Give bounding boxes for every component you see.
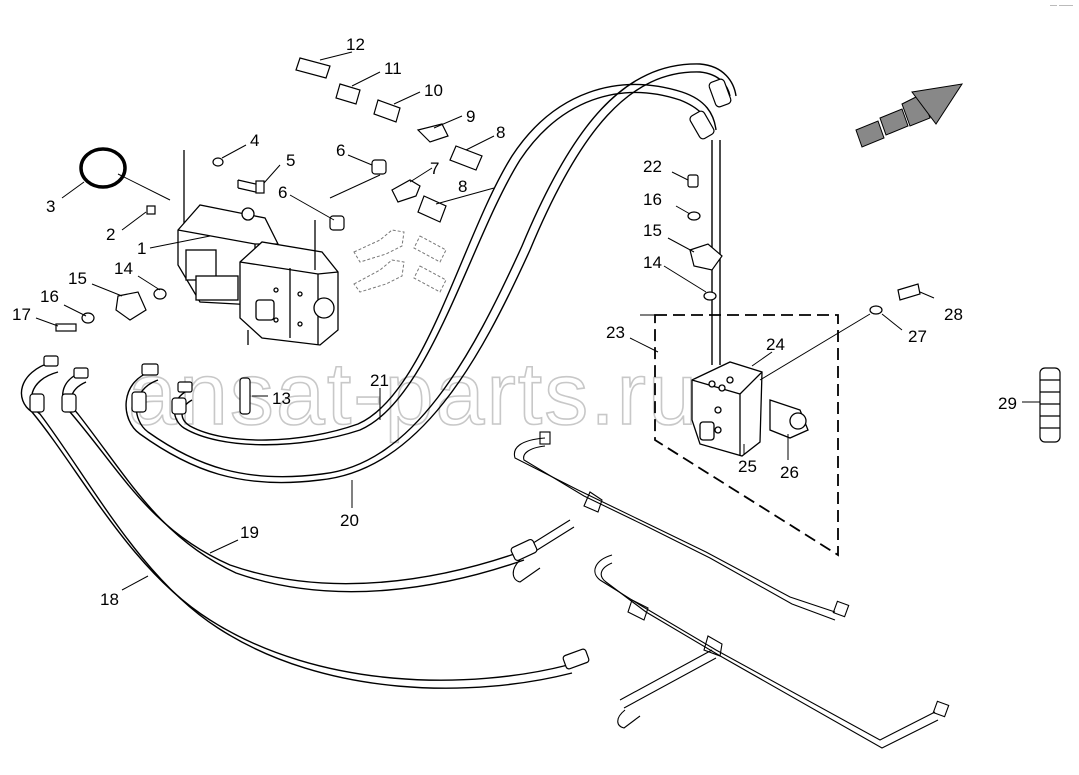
leader-lines (35, 51, 1040, 591)
callout-11: 11 (384, 59, 402, 78)
valve-block-1 (177, 150, 279, 306)
callout-21: 21 (370, 371, 389, 390)
ghost-fittings (353, 229, 447, 293)
callout-23: 23 (606, 323, 625, 342)
hose-fittings (29, 78, 732, 670)
small-parts (55, 57, 483, 415)
watermark-text: ansat-parts.ru (128, 344, 699, 443)
callout-16-right: 16 (643, 190, 662, 209)
callout-6a: 6 (336, 141, 345, 160)
callout-3: 3 (46, 197, 55, 216)
callout-24: 24 (766, 335, 785, 354)
callout-22: 22 (643, 157, 662, 176)
valve-block-2 (239, 220, 339, 346)
callout-19: 19 (240, 523, 259, 542)
hose-sleeve-29 (1039, 367, 1061, 443)
callout-6b: 6 (278, 183, 287, 202)
callout-25: 25 (738, 457, 757, 476)
callout-15-left: 15 (68, 269, 87, 288)
o-ring-3 (79, 147, 127, 189)
callout-15-right: 15 (643, 221, 662, 240)
steel-lines (512, 431, 950, 749)
callout-16-left: 16 (40, 287, 59, 306)
callout-13: 13 (272, 389, 291, 408)
callout-10: 10 (424, 81, 443, 100)
callout-4: 4 (250, 131, 259, 150)
callout-1: 1 (137, 239, 146, 258)
callout-7: 7 (430, 159, 439, 178)
callout-17: 17 (12, 305, 31, 324)
direction-arrow (855, 83, 964, 148)
callout-2: 2 (106, 225, 115, 244)
corner-mark: — —— (1050, 2, 1073, 9)
callout-14-left: 14 (114, 259, 133, 278)
callout-14-right: 14 (643, 253, 662, 272)
control-valve-23 (640, 174, 921, 557)
callout-12: 12 (346, 35, 365, 54)
callout-18: 18 (100, 590, 119, 609)
callout-27: 27 (908, 327, 927, 346)
hose-20 (125, 71, 731, 484)
callout-9: 9 (466, 107, 475, 126)
callout-5: 5 (286, 151, 295, 170)
callout-8a: 8 (496, 123, 505, 142)
hoses (20, 63, 737, 689)
callout-8b: 8 (458, 177, 467, 196)
callout-26: 26 (780, 463, 799, 482)
callout-28: 28 (944, 305, 963, 324)
callout-labels: 1 2 3 4 5 6 6 7 8 8 9 10 11 12 13 14 14 … (12, 35, 1017, 609)
callout-20: 20 (340, 511, 359, 530)
hose-21 (173, 91, 711, 446)
callout-29: 29 (998, 394, 1017, 413)
